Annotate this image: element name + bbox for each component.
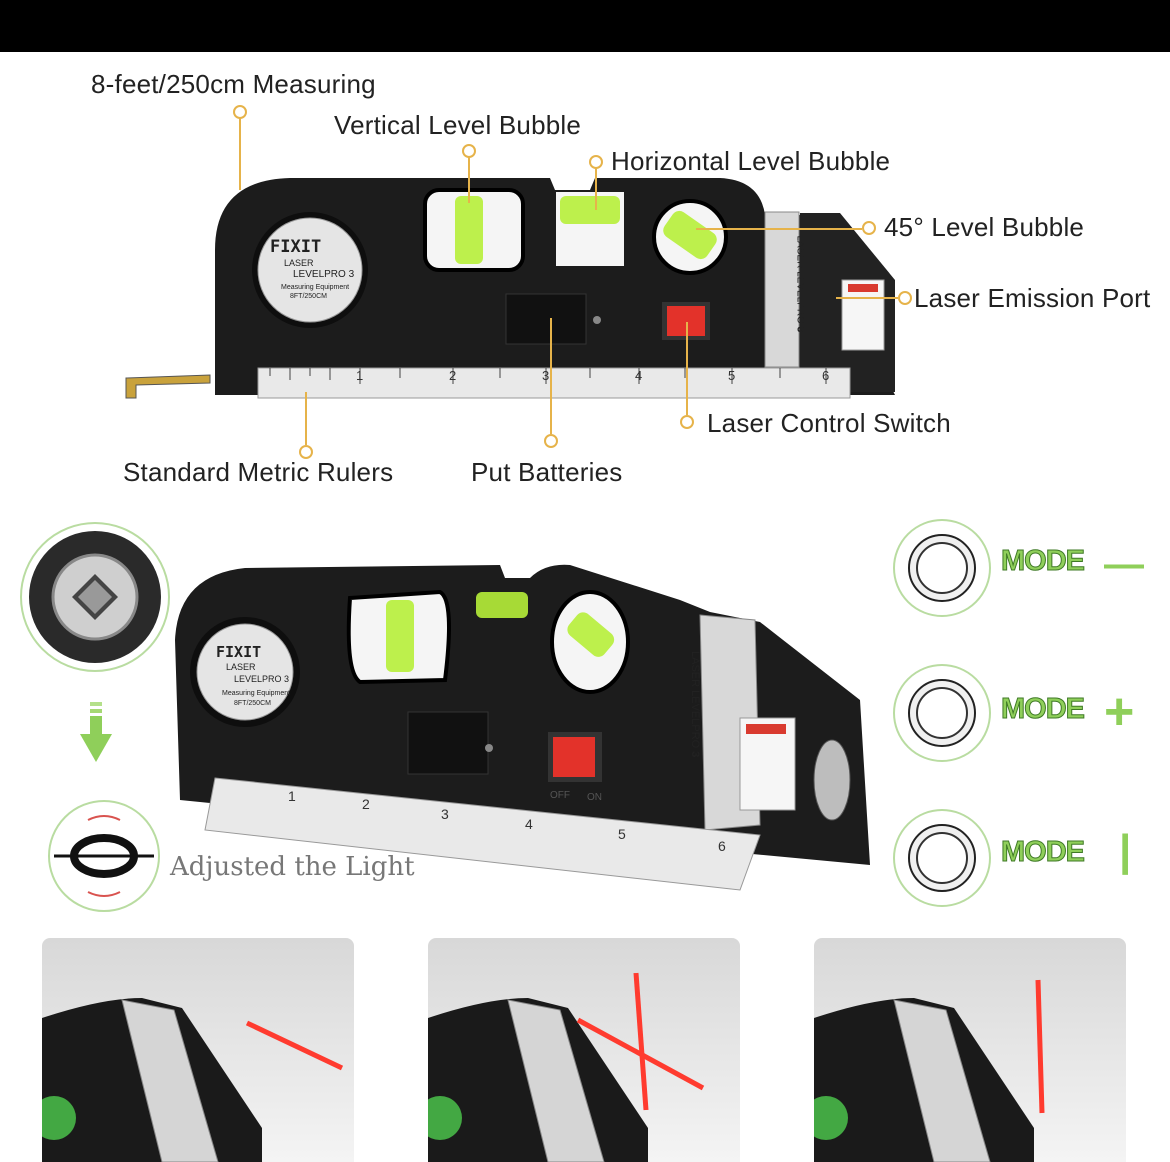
device2-ruler-1: 1 bbox=[288, 788, 296, 804]
device2-line4: 8FT/250CM bbox=[234, 700, 271, 707]
callout-line-horizontal bbox=[595, 168, 597, 210]
label-switch: Laser Control Switch bbox=[707, 408, 951, 438]
adjust-rotate-icon bbox=[48, 800, 160, 912]
label-measuring: 8-feet/250cm Measuring bbox=[91, 69, 376, 99]
adjust-caption: Adjusted the Light bbox=[170, 852, 415, 882]
device2-ruler-5: 5 bbox=[618, 826, 626, 842]
callout-line-vertical bbox=[468, 157, 470, 203]
mode-label-2: MODE bbox=[1001, 693, 1086, 726]
device2-line2: LEVELPRO 3 bbox=[234, 674, 290, 684]
label-horizontal-bubble: Horizontal Level Bubble bbox=[611, 146, 891, 176]
device2-side-num: 3 bbox=[689, 751, 701, 758]
ruler-number-4: 4 bbox=[635, 368, 643, 383]
mode-dial-core bbox=[916, 687, 968, 739]
mode-dial-inner bbox=[908, 534, 976, 602]
callout-line-measuring bbox=[239, 118, 241, 190]
device2-ruler-6: 6 bbox=[718, 838, 726, 854]
photo-horizontal-laser bbox=[42, 938, 354, 1162]
mode-symbol-plus-icon: + bbox=[1104, 683, 1135, 741]
callout-line-laser-port bbox=[836, 297, 898, 299]
callout-dot-rulers bbox=[299, 445, 313, 459]
device2-ruler-4: 4 bbox=[525, 816, 533, 832]
mode-label-3: MODE bbox=[1001, 836, 1086, 869]
device2-line3: Measuring Equipment bbox=[222, 690, 291, 697]
label-rulers: Standard Metric Rulers bbox=[123, 457, 394, 487]
device-line1: LASER bbox=[284, 258, 314, 268]
label-laser-port: Laser Emission Port bbox=[914, 283, 1151, 313]
ruler-number-2: 2 bbox=[449, 368, 457, 383]
callout-line-rulers bbox=[305, 392, 307, 445]
photo-cross-laser bbox=[428, 938, 740, 1162]
ruler-number-6: 6 bbox=[822, 368, 830, 383]
device2-side-line1: LASER bbox=[689, 651, 701, 688]
device2-brand: FIXIT bbox=[216, 643, 262, 661]
label-45-bubble: 45° Level Bubble bbox=[884, 212, 1085, 242]
device2-ruler-2: 2 bbox=[362, 796, 370, 812]
device-line4: 8FT/250CM bbox=[290, 293, 327, 300]
callout-line-batteries bbox=[550, 318, 552, 434]
callout-line-switch bbox=[686, 322, 688, 415]
ruler-ticks bbox=[269, 368, 827, 384]
device2-side-text: LASER LEVELPRO 3 bbox=[689, 651, 701, 761]
device2-switch-on: ON bbox=[587, 792, 602, 803]
mode-line-off-dial bbox=[893, 519, 991, 617]
callout-dot-switch bbox=[680, 415, 694, 429]
label-batteries: Put Batteries bbox=[471, 457, 623, 487]
down-arrow-icon bbox=[80, 702, 112, 762]
knob-closeup-icon bbox=[20, 522, 170, 672]
photo-cross-laser-art bbox=[428, 972, 705, 1162]
device2-line1: LASER bbox=[226, 662, 256, 672]
ruler-number-3: 3 bbox=[542, 368, 550, 383]
device2-ruler-3: 3 bbox=[441, 806, 449, 822]
callout-dot-45 bbox=[862, 221, 876, 235]
label-vertical-bubble: Vertical Level Bubble bbox=[334, 110, 582, 140]
device2-side-line2: LEVELPRO bbox=[689, 690, 701, 749]
mode-dial-inner bbox=[908, 824, 976, 892]
mode-cross-dial bbox=[893, 664, 991, 762]
mode-symbol-vertical-icon: | bbox=[1119, 826, 1132, 875]
ruler-number-1: 1 bbox=[356, 368, 364, 383]
device-brand: FIXIT bbox=[270, 237, 322, 257]
mode-dial-core bbox=[916, 832, 968, 884]
callout-line-45 bbox=[696, 228, 862, 230]
laser-level-device-angled bbox=[175, 564, 870, 891]
photo-vertical-laser-art bbox=[814, 979, 1045, 1162]
mode-symbol-minus-icon: — bbox=[1104, 542, 1144, 586]
mode-dial-inner bbox=[908, 679, 976, 747]
top-black-bar bbox=[0, 0, 1170, 52]
ruler-number-5: 5 bbox=[728, 368, 736, 383]
device-line2: LEVELPRO 3 bbox=[293, 269, 355, 280]
mode-label-1: MODE bbox=[1001, 545, 1086, 578]
mode-dial-core bbox=[916, 542, 968, 594]
mode-vertical-dial bbox=[893, 809, 991, 907]
photo-vertical-laser bbox=[814, 938, 1126, 1162]
device2-switch-off: OFF bbox=[550, 790, 570, 801]
photo-horizontal-laser-art bbox=[42, 998, 344, 1162]
callout-dot-laser-port bbox=[898, 291, 912, 305]
device-line3: Measuring Equipment bbox=[281, 284, 350, 291]
callout-dot-batteries bbox=[544, 434, 558, 448]
laser-level-device-top bbox=[125, 178, 895, 399]
